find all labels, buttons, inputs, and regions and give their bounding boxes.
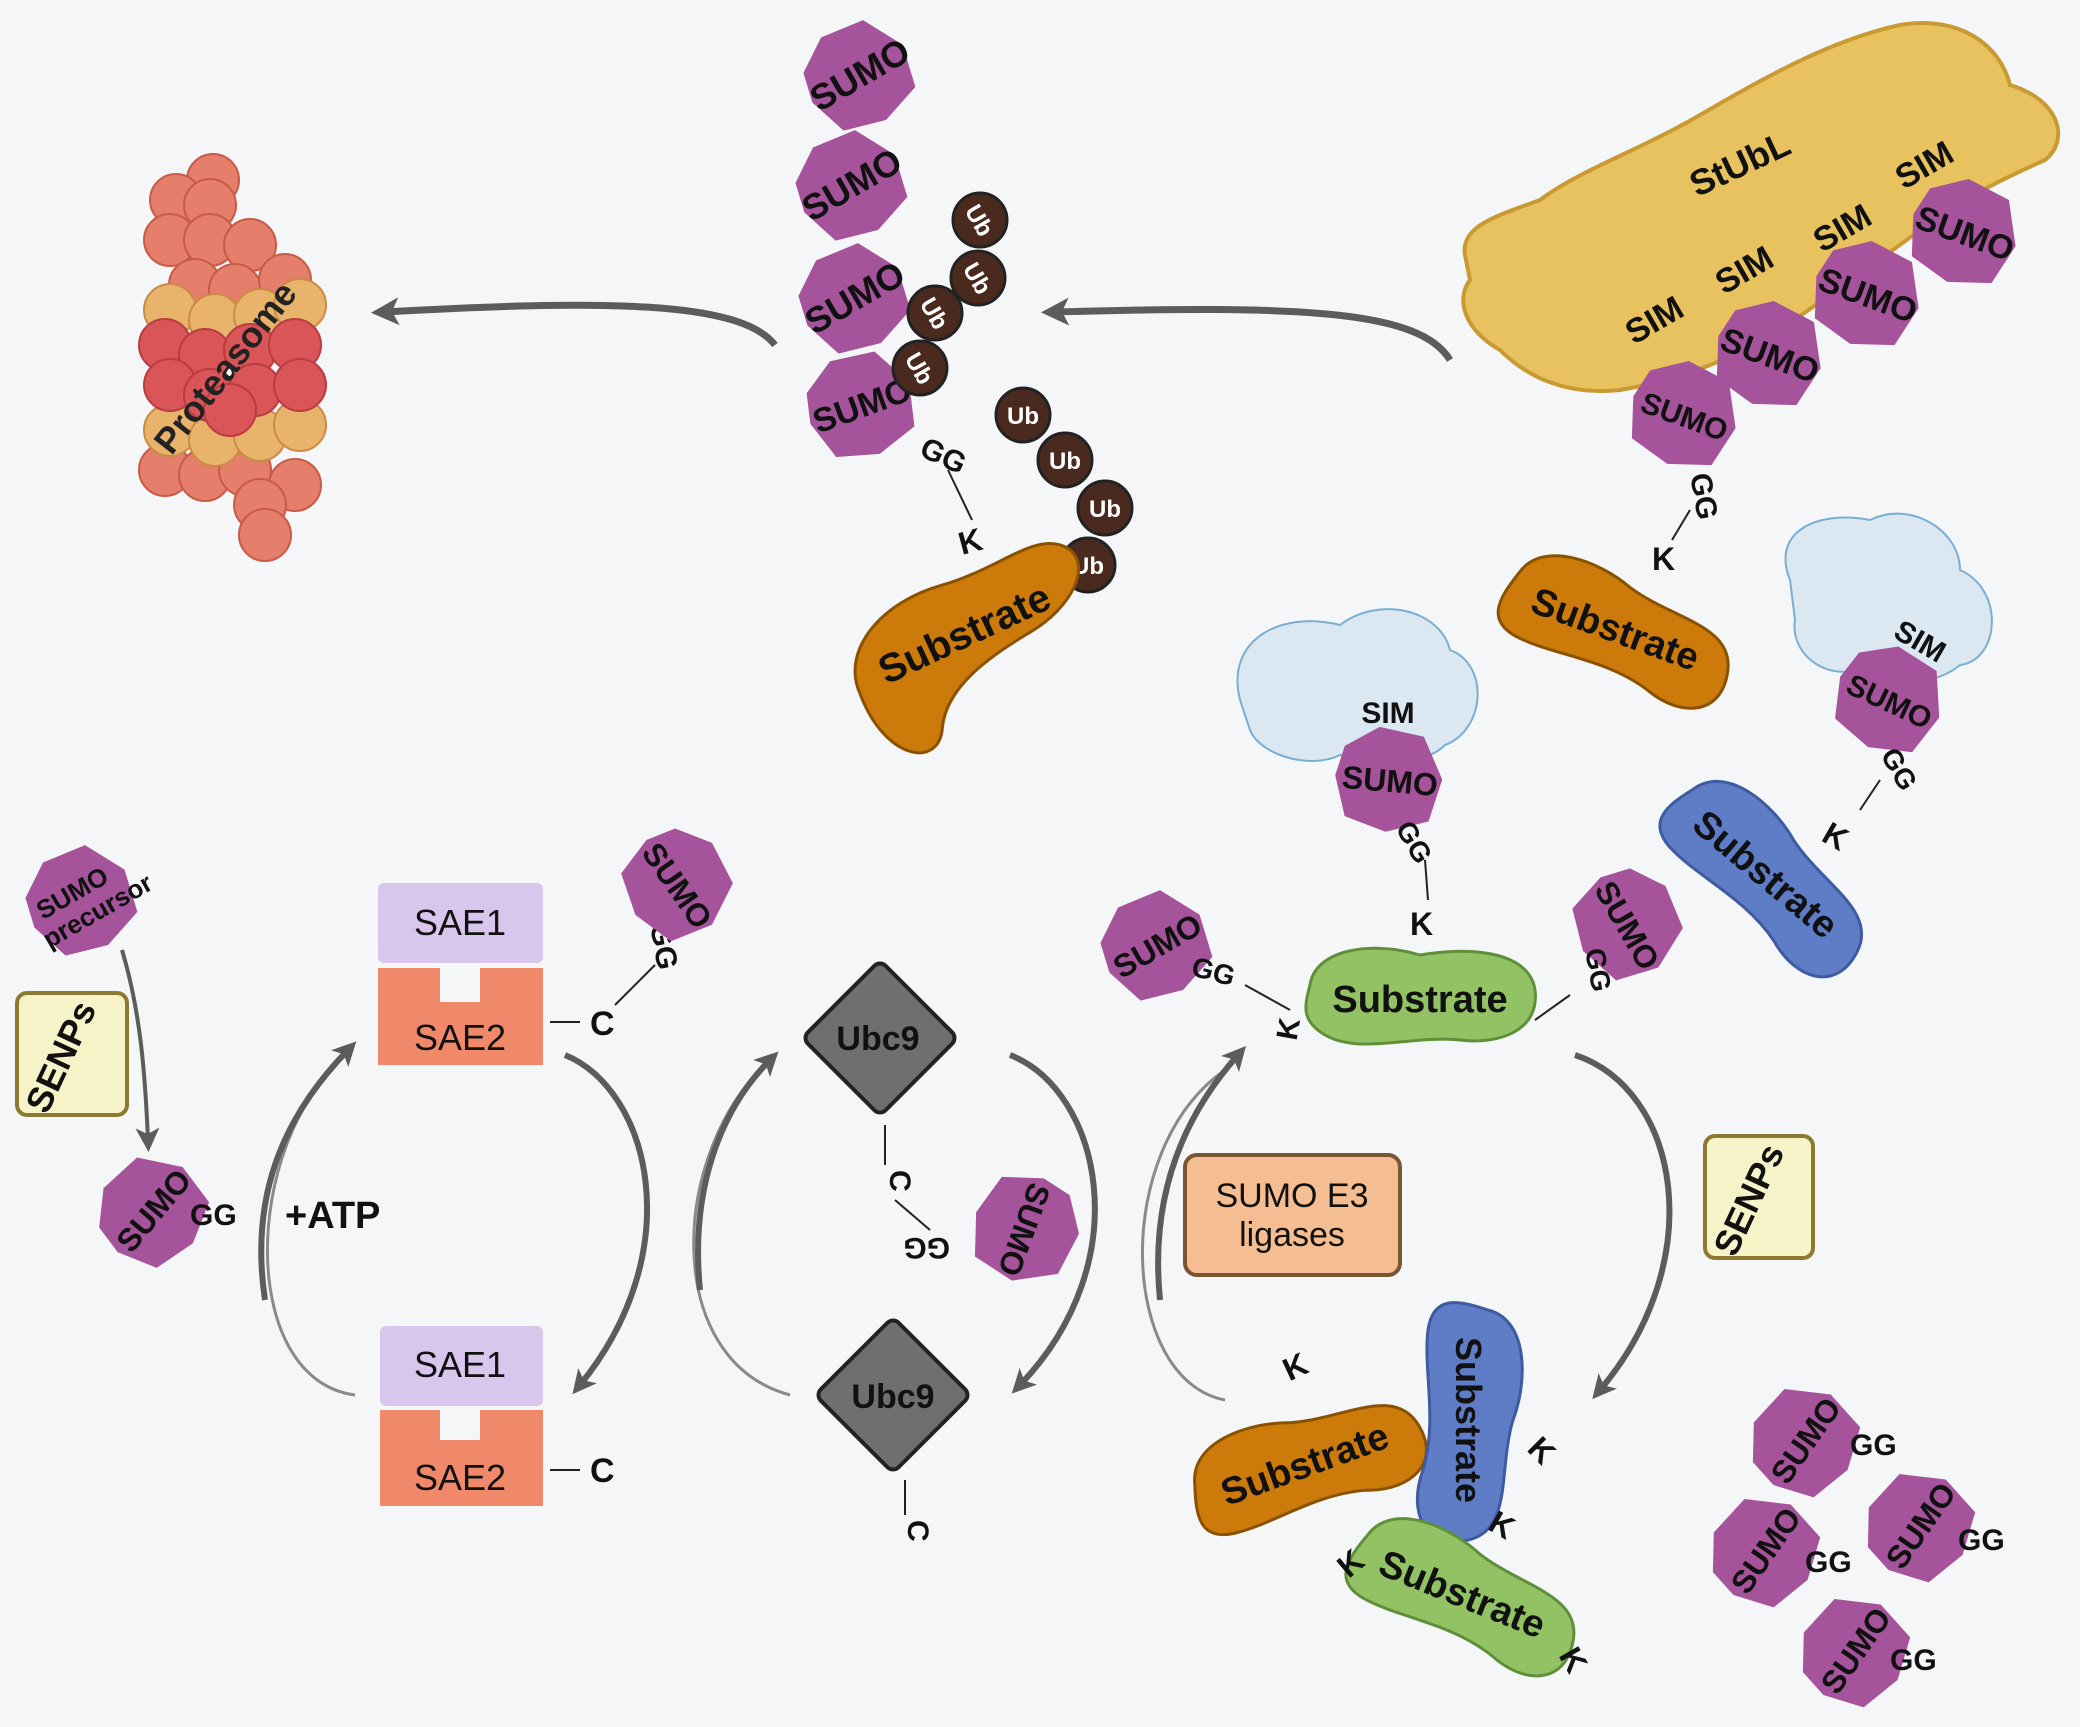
e1-bottom: SAE1 SAE2 C	[380, 1326, 615, 1506]
e1-top: SAE1 SAE2 C GG SUMO	[378, 828, 733, 1065]
sumo-chain: SUMO SUMO SUMO SUMO	[795, 20, 917, 457]
ub-label: Ub	[1049, 448, 1081, 475]
substrate-orange-stubl: Substrate	[1496, 554, 1730, 710]
e2-bottom: Ubc9 C	[816, 1318, 970, 1542]
gg-label: GG	[1875, 743, 1924, 796]
polysumo-ubiquitin-complex: SUMO SUMO SUMO SUMO GG K Ub Ub Ub Ub Ub …	[795, 20, 1134, 755]
k-label: K	[954, 521, 986, 562]
substrate-orange-top: Substrate	[853, 542, 1080, 755]
gg-label: GG	[1805, 1546, 1852, 1579]
k-label: K	[1277, 1345, 1313, 1387]
substrate-label: Substrate	[1332, 979, 1507, 1021]
gg-label: GG	[1958, 1524, 2005, 1557]
sae2-label: SAE2	[414, 1457, 506, 1498]
e2-cycle-left	[692, 1058, 791, 1397]
arrow-to-proteasome	[371, 297, 778, 348]
sim-reader-right: SIM SUMO GG K Substrate	[1658, 512, 1993, 979]
gg-label: GG	[1579, 946, 1617, 994]
sim-reader-center: SIM SUMO GG K	[1236, 608, 1479, 942]
unmodified-substrates: Substrate K Substrate K Substrate K K K	[1193, 1301, 1595, 1679]
sumo-label: SUMO	[1341, 759, 1440, 803]
e2-cycle-right	[1008, 1052, 1098, 1394]
c-label: C	[590, 1005, 615, 1043]
gg-label: GG	[1188, 951, 1238, 992]
gg-label: GG	[190, 1199, 237, 1232]
substrate-blue-bottom: Substrate	[1415, 1301, 1524, 1543]
c-label: C	[901, 1520, 934, 1542]
sae2-label: SAE2	[414, 1017, 506, 1058]
gg-label: GG	[915, 431, 971, 481]
e3-cycle-left	[1141, 1068, 1226, 1402]
e2-cycle-left-head	[695, 1051, 779, 1291]
gg-label: GG	[1683, 470, 1724, 522]
gg-label: GG	[1890, 1644, 1937, 1677]
e3-label-1: SUMO E3	[1215, 1177, 1368, 1215]
k-label: K	[1410, 906, 1433, 942]
c-label: C	[590, 1452, 615, 1490]
k-label: K	[1521, 1429, 1563, 1471]
ubc9-label: Ubc9	[836, 1020, 919, 1058]
ub-label: Ub	[1089, 496, 1121, 523]
e3-ligases-box: SUMO E3 ligases	[1183, 1153, 1402, 1277]
mature-sumo: SUMO GG	[99, 1157, 237, 1268]
substrate-label: Substrate	[1448, 1337, 1489, 1503]
k-label: K	[1817, 815, 1855, 858]
ubc9-label: Ubc9	[851, 1378, 934, 1416]
gg-label: GG	[1850, 1429, 1897, 1462]
e3-cycle-left-head	[1155, 1046, 1246, 1301]
e1-cycle-right	[563, 1052, 651, 1395]
ub-chain-on-sumo: Ub Ub Ub Ub	[891, 191, 1009, 397]
substrate-green-center: Substrate	[1304, 946, 1537, 1046]
senps-left-box: SENPs	[15, 991, 129, 1119]
multi-sumoylated-substrate: SUMO GG K SUMO GG K Substrate	[1100, 868, 1683, 1046]
senps-right-box: SENPs	[1703, 1134, 1815, 1262]
senps-cycle-right	[1574, 1052, 1673, 1400]
c-label: C	[883, 1170, 916, 1192]
ub-label: Ub	[1007, 403, 1039, 430]
arrow-from-stubl	[1041, 297, 1453, 362]
sae1-label: SAE1	[414, 1344, 506, 1385]
ub-chain-on-substrate: Ub Ub Ub Ub	[994, 386, 1134, 594]
sumo-precursor: SUMO precursor	[25, 845, 157, 956]
arrow-precursor-to-mature	[120, 949, 160, 1152]
k-label: K	[1271, 1015, 1307, 1042]
e1-cycle-left-head	[258, 1041, 357, 1301]
e2-top: Ubc9 C GG SUMO	[803, 961, 1079, 1281]
gg-label: GG	[903, 1231, 950, 1264]
sae1-label: SAE1	[414, 902, 506, 943]
free-sumo-pool: SUMO GG SUMO GG SUMO GG SUMO GG	[1712, 1389, 2005, 1708]
proteasome: Proteasome	[138, 153, 327, 562]
substrate-blue-top: Substrate	[1658, 780, 1864, 979]
e3-label-2: ligases	[1239, 1216, 1345, 1254]
sim-label: SIM	[1361, 697, 1414, 730]
stubl-complex: StUbL SIM SIM SIM SIM SUMO SUMO SUMO SUM…	[1461, 21, 2061, 710]
atp-label: +ATP	[285, 1195, 380, 1237]
k-label: K	[1652, 541, 1675, 577]
